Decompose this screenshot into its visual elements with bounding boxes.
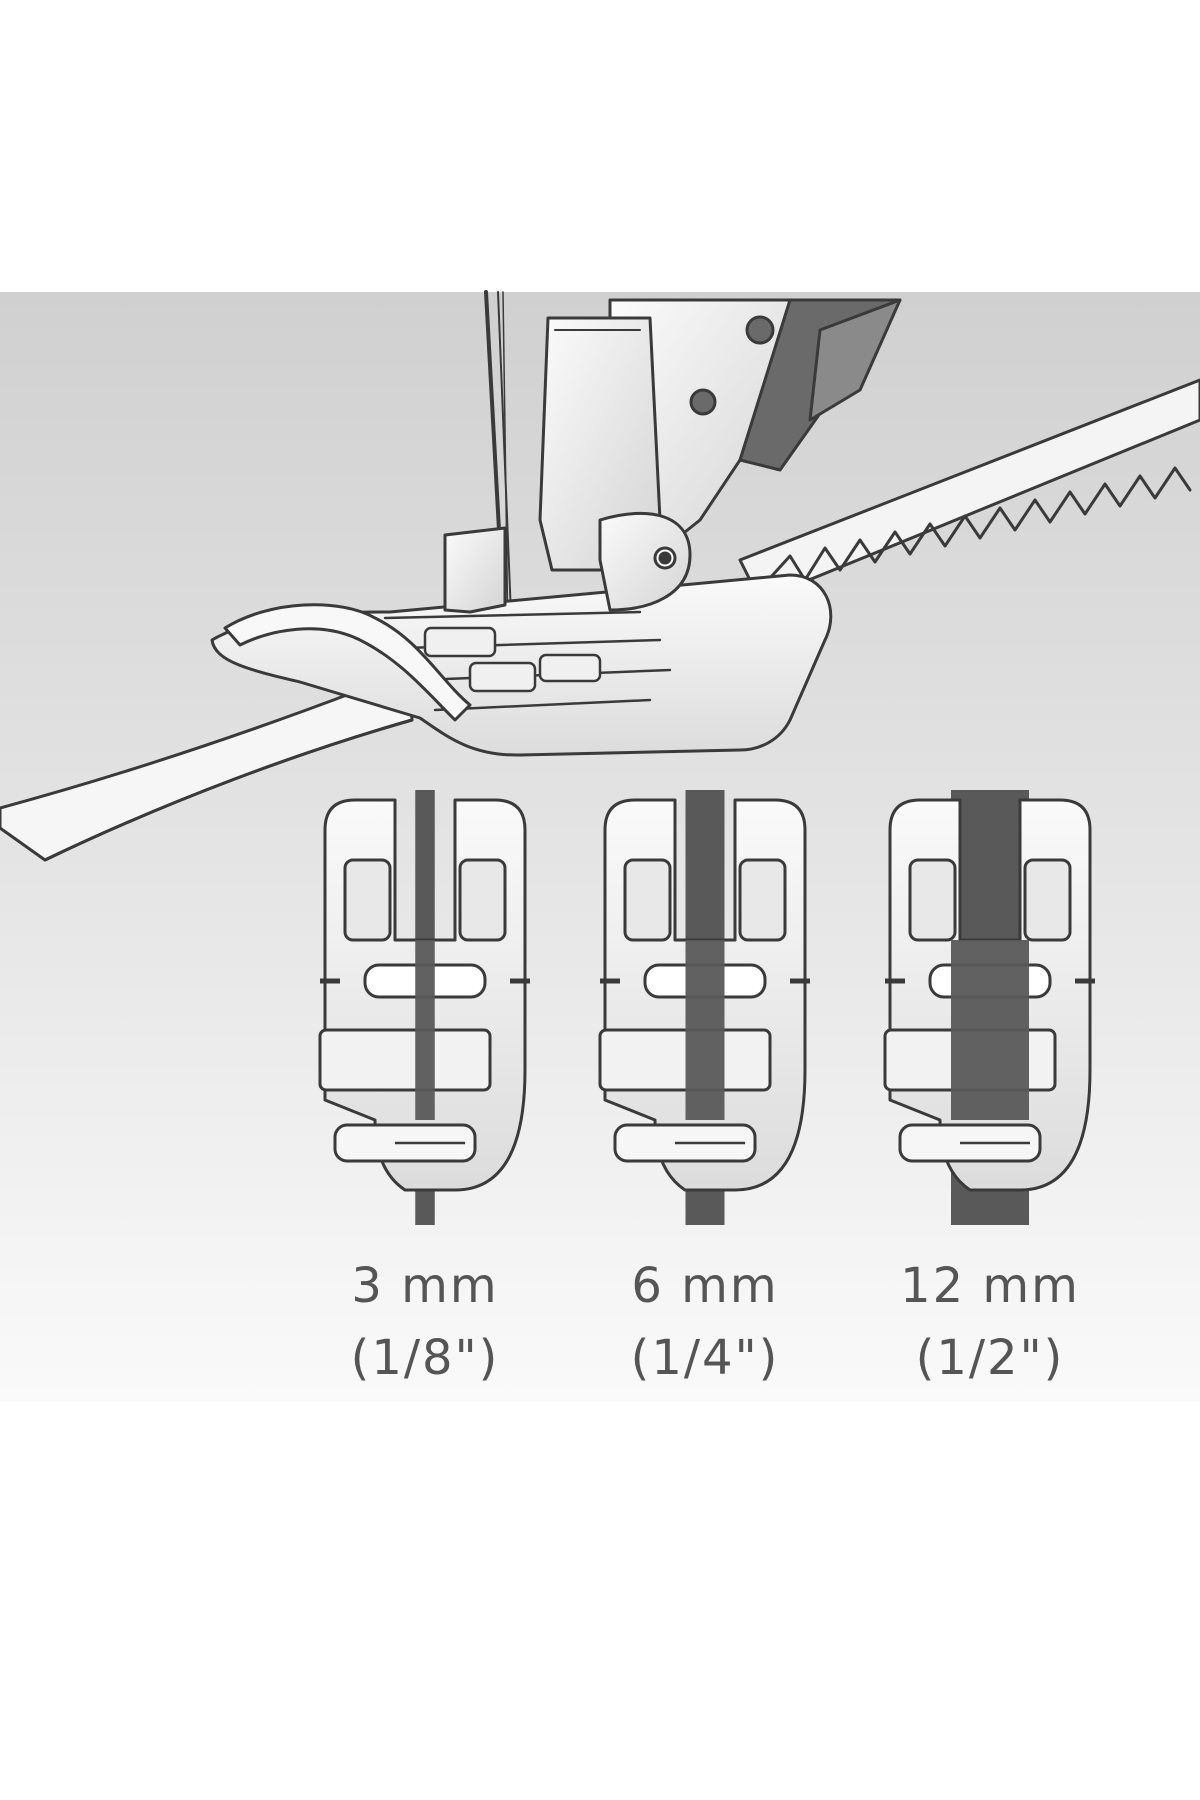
foot-label-medium: 6 mm (1/4")	[575, 1250, 835, 1394]
ribbon-foot-3mm-icon	[318, 790, 530, 1225]
size-mm: 12 mm	[900, 1258, 1080, 1314]
size-mm: 3 mm	[351, 1258, 499, 1314]
size-inches: (1/2")	[915, 1330, 1065, 1386]
foot-label-small: 3 mm (1/8")	[295, 1250, 555, 1394]
presser-foot-with-ribbon-guide-icon	[0, 290, 1200, 862]
size-inches: (1/4")	[630, 1330, 780, 1386]
ribbon-guide	[598, 1028, 772, 1092]
ribbon-foot-6mm-icon	[598, 790, 810, 1225]
feet-row	[318, 790, 1095, 1225]
foot-label-large: 12 mm (1/2")	[860, 1250, 1120, 1394]
ribbon-guide	[318, 1028, 492, 1092]
size-mm: 6 mm	[631, 1258, 779, 1314]
size-inches: (1/8")	[350, 1330, 500, 1386]
ribbon-foot-12mm-icon	[883, 790, 1095, 1225]
